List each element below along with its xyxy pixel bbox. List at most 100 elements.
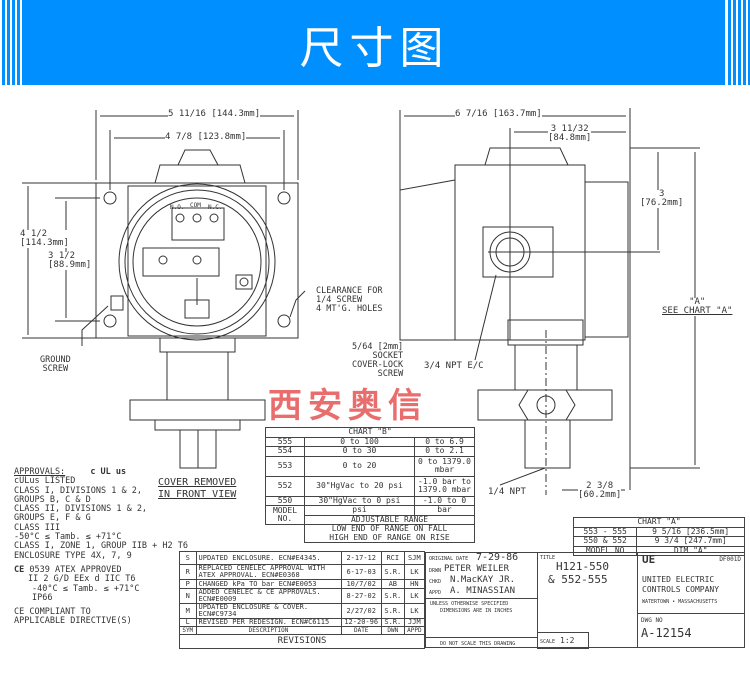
range-note-rise: HIGH END OF RANGE ON RISE [329, 532, 450, 542]
model-cell: 550 [265, 495, 305, 506]
bar-cell: 0 to 1379.0 mbar [414, 455, 475, 477]
approval-line: GROUPS E, F & G [14, 513, 91, 524]
ground-line-2: SCREW [42, 364, 69, 374]
rev-dwn: S.R. [380, 564, 405, 580]
socket-line-2: SOCKET [372, 351, 404, 361]
dim-front-height-outer-mm: [114.3mm] [20, 238, 69, 248]
rev-header-dwn: DWN [380, 626, 405, 635]
rev-appd: LK [403, 603, 426, 619]
model-header: MODEL NO. [265, 505, 305, 525]
company-location: WATERTOWN • MASSACHUSETTS [642, 599, 718, 605]
drawing-code: DF001D [719, 556, 741, 563]
dim-side-width: 6 7/16 [163.7mm] [455, 109, 542, 119]
appd-name: A. MINASSIAN [450, 586, 516, 596]
caption-line-2: IN FRONT VIEW [158, 489, 237, 500]
company-line-1: UNITED ELECTRIC [642, 575, 715, 584]
model-header: MODEL NO [572, 545, 638, 556]
dim-side-3: 3[76.2mm] [640, 189, 684, 208]
dim-side-3-mm: [76.2mm] [640, 198, 684, 208]
approval-line: CLASS I, ZONE 1, GROUP IIB + H2 T6 [14, 541, 188, 552]
drwn-label: DRWN [429, 568, 442, 574]
front-view-drawing [22, 110, 306, 469]
clearance-line-3: 4 MT'G. HOLES [316, 304, 383, 314]
dim-front-height-inner-mm: [88.9mm] [48, 260, 92, 270]
rev-sym: P [179, 579, 197, 589]
clearance-line-1: CLEARANCE FOR [316, 286, 383, 296]
rev-sym: L [179, 618, 197, 627]
rev-appd: HN [403, 579, 426, 589]
caption-line-1: COVER REMOVED [158, 477, 237, 488]
dim-front-width-outer: 5 11/16 [144.3mm] [168, 109, 261, 119]
approval-line: CLASS I, DIVISIONS 1 & 2, [14, 485, 142, 496]
dim-side-bottom-fraction: 2 3/8 [586, 481, 614, 491]
socket-line-4: SCREW [377, 369, 404, 379]
rev-header-sym: SYM [179, 626, 197, 635]
rev-header-date: DATE [340, 626, 382, 635]
approval-line: cULus LISTED [14, 476, 76, 487]
model-cell: 554 [265, 446, 305, 457]
rev-appd: LK [403, 588, 426, 604]
rev-desc: REVISED PER REDESIGN. ECN#C6115 [195, 618, 342, 627]
rev-desc: UPDATED ENCLOSURE & COVER. ECN#C9734 [195, 603, 342, 619]
approval-line: ENCLOSURE TYPE 4X, 7, 9 [14, 550, 132, 561]
dim-cell: 9 3/4 [247.7mm] [636, 536, 745, 547]
psi-header: psi [304, 505, 415, 516]
units-note-1: UNLESS OTHERWISE SPECIFIED [430, 601, 509, 607]
title-label: TITLE [540, 555, 556, 561]
npt-ec-label: 3/4 NPT E/C [424, 361, 484, 371]
banner-stripes-left [0, 0, 24, 85]
rev-desc: UPDATED ENCLOSURE. ECN#E4345. [195, 551, 342, 565]
dim-side-bottom-mm: [60.2mm] [578, 490, 622, 500]
atex-line: -40°C ≤ Tamb. ≤ +71°C [32, 583, 140, 594]
dim-front-width-inner: 4 7/8 [123.8mm] [165, 132, 247, 142]
title-block-title: TITLE H121-550 & 552-555 SCALE 1:2 [537, 552, 638, 649]
rev-desc: ADDED CENELEC & CE APPROVALS. ECN#E0009 [195, 588, 342, 604]
compliance-line: APPLICABLE DIRECTIVE(S) [14, 616, 132, 627]
approvals-heading: APPROVALS: [14, 467, 66, 477]
rev-dwn: RCI [380, 551, 405, 565]
scale-box: SCALE 1:2 [537, 632, 589, 649]
rev-dwn: S.R. [380, 618, 405, 627]
units-note-2: DIMENSIONS ARE IN INCHES [440, 608, 513, 614]
clearance-line-2: 1/4 SCREW [316, 295, 363, 305]
dwg-no: A-12154 [641, 626, 692, 640]
no-scale-note: DO NOT SCALE THIS DRAWING [440, 641, 516, 647]
dim-side-offset-mm: [84.8mm] [548, 133, 592, 143]
rev-sym: N [179, 588, 197, 604]
psi-cell: 30"HgVac to 20 psi [304, 475, 415, 497]
chart-a-title: CHART "A" [573, 517, 745, 528]
dim-side-offset-fraction: 3 11/32 [550, 124, 589, 134]
dwg-no-label: DWG NO [641, 617, 663, 624]
ground-line-1: GROUND [40, 355, 71, 365]
rev-dwn: S.R. [380, 603, 405, 619]
rev-sym: M [179, 603, 197, 619]
ue-logo: UE [642, 553, 656, 566]
rev-dwn: S.R. [380, 588, 405, 604]
model-cell: 550 & 552 [572, 536, 638, 547]
npt-label: 1/4 NPT [488, 487, 526, 497]
socket-line-3: COVER-LOCK [352, 360, 404, 370]
title-block-signoff: ORIGINAL DATE 7-29-86 DRWN PETER WEILER … [425, 552, 538, 648]
appd-label: APPD [429, 590, 442, 596]
drawing-title-2: & 552-555 [548, 573, 608, 586]
range-note-fall: LOW END OF RANGE ON FALL [331, 524, 448, 533]
terminal-com: COM [190, 202, 201, 209]
dim-side-3-inch: 3 [658, 189, 665, 199]
orig-date-label: ORIGINAL DATE [429, 556, 469, 562]
dim-front-height-outer-fraction: 4 1/2 [20, 229, 48, 239]
drawing-title-1: H121-550 [556, 560, 609, 573]
